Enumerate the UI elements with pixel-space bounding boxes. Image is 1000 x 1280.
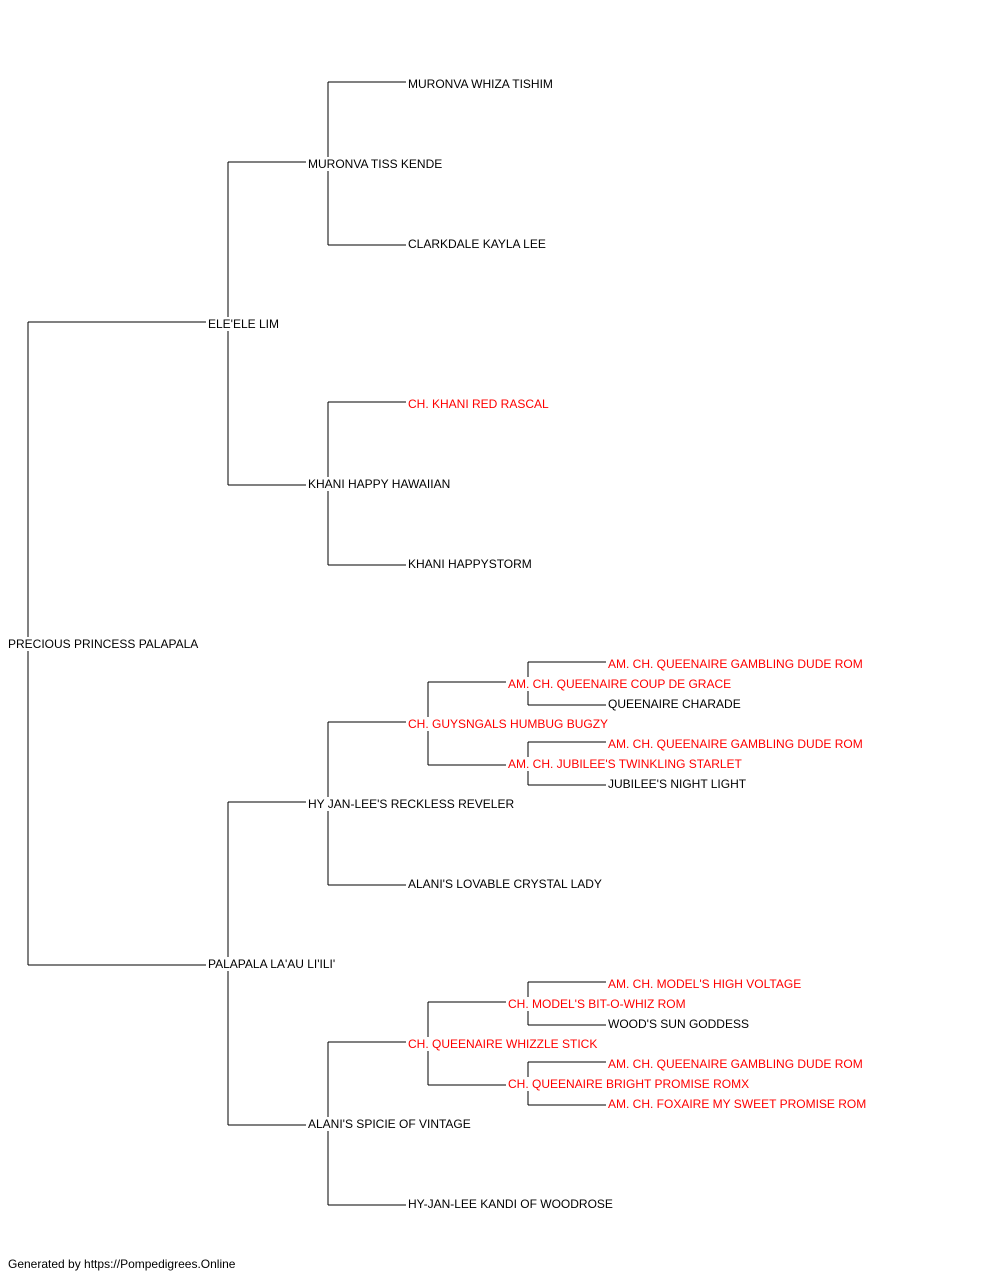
ancestor-sire-name: CH. QUEENAIRE WHIZZLE STICK xyxy=(408,1037,600,1051)
ancestor-sire-name: AM. CH. QUEENAIRE GAMBLING DUDE ROM xyxy=(608,1057,865,1071)
ancestor-sire-name: HY JAN-LEE'S RECKLESS REVELER xyxy=(308,797,517,811)
ancestor-sire-name: AM. CH. QUEENAIRE GAMBLING DUDE ROM xyxy=(608,657,865,671)
ancestor-sire-name: AM. CH. QUEENAIRE COUP DE GRACE xyxy=(508,677,734,691)
ancestor-dam-name: QUEENAIRE CHARADE xyxy=(608,697,743,711)
ancestor-dam-name: PALAPALA LA'AU LI'ILI' xyxy=(208,957,338,971)
ancestor-sire-name: MURONVA TISS KENDE xyxy=(308,157,445,171)
generated-by-footer: Generated by https://Pompedigrees.Online xyxy=(8,1257,236,1271)
ancestor-dam-name: ALANI'S LOVABLE CRYSTAL LADY xyxy=(408,877,604,891)
subject-dog-name: PRECIOUS PRINCESS PALAPALA xyxy=(8,637,201,651)
ancestor-sire-name: ELE'ELE LIM xyxy=(208,317,281,331)
ancestor-sire-name: MURONVA WHIZA TISHIM xyxy=(408,77,555,91)
ancestor-dam-name: WOOD'S SUN GODDESS xyxy=(608,1017,751,1031)
ancestor-dam-name: JUBILEE'S NIGHT LIGHT xyxy=(608,777,749,791)
ancestor-dam-name: KHANI HAPPYSTORM xyxy=(408,557,534,571)
ancestor-dam-name: CLARKDALE KAYLA LEE xyxy=(408,237,548,251)
ancestor-sire-name: CH. GUYSNGALS HUMBUG BUGZY xyxy=(408,717,611,731)
ancestor-sire-name: CH. KHANI RED RASCAL xyxy=(408,397,551,411)
ancestor-dam-name: HY-JAN-LEE KANDI OF WOODROSE xyxy=(408,1197,615,1211)
ancestor-dam-name: CH. QUEENAIRE BRIGHT PROMISE ROMX xyxy=(508,1077,752,1091)
ancestor-dam-name: AM. CH. FOXAIRE MY SWEET PROMISE ROM xyxy=(608,1097,869,1111)
ancestor-dam-name: ALANI'S SPICIE OF VINTAGE xyxy=(308,1117,473,1131)
ancestor-sire-name: CH. MODEL'S BIT-O-WHIZ ROM xyxy=(508,997,688,1011)
ancestor-dam-name: KHANI HAPPY HAWAIIAN xyxy=(308,477,453,491)
ancestor-sire-name: AM. CH. MODEL'S HIGH VOLTAGE xyxy=(608,977,804,991)
ancestor-dam-name: AM. CH. JUBILEE'S TWINKLING STARLET xyxy=(508,757,744,771)
ancestor-sire-name: AM. CH. QUEENAIRE GAMBLING DUDE ROM xyxy=(608,737,865,751)
